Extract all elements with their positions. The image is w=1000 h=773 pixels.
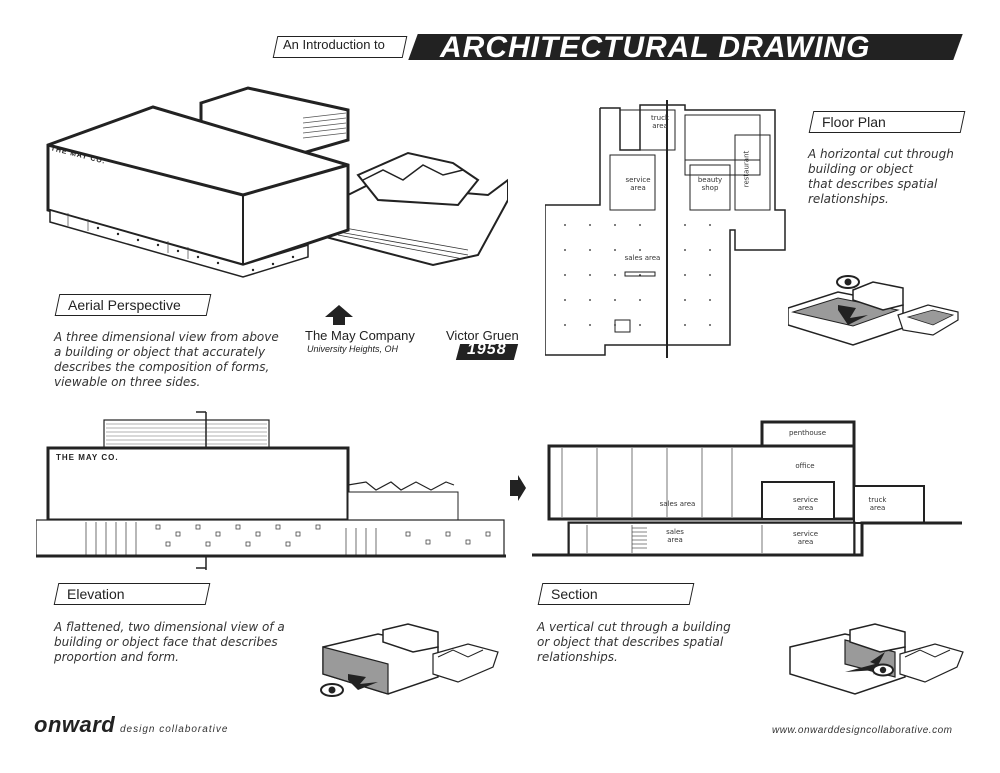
elevation-signage: THE MAY CO. [56,453,119,462]
section-thumbnail [789,623,964,695]
floor-plan-drawing [545,100,786,358]
section-label-box: Section [537,583,695,605]
fp-beauty-shop: beauty shop [697,176,723,192]
footer-url[interactable]: www.onwarddesigncollaborative.com [772,725,953,736]
elevation-label: Elevation [67,586,125,602]
aerial-perspective-label: Aerial Perspective [68,297,181,313]
floor-plan-description: A horizontal cut through building or obj… [808,147,954,206]
footer-brand: onward [34,712,116,737]
sec-service-upper: service area [792,496,819,512]
header-title: ARCHITECTURAL DRAWING [440,31,871,64]
building-name: The May Company [305,328,415,343]
sec-sales-upper: sales area [659,500,696,508]
elevation-label-box: Elevation [53,583,211,605]
header-intro: An Introduction to [283,37,385,52]
fp-sales-area: sales area [624,254,661,262]
right-arrow-icon [510,475,526,501]
fp-service-area: service area [625,176,651,192]
sec-penthouse: penthouse [788,429,827,437]
footer-tagline: design collaborative [120,724,229,735]
architect-name: Victor Gruen [446,328,519,343]
floor-plan-label-box: Floor Plan [808,111,966,133]
sec-service-lower: service area [792,530,819,546]
sec-office: office [795,462,815,470]
sec-sales-lower: sales area [666,528,684,544]
eye-icon [872,663,894,677]
section-label: Section [551,586,598,602]
floor-plan-thumbnail [788,275,959,346]
fp-truck-area: truck area [651,114,669,130]
aerial-perspective-drawing [46,86,508,278]
elevation-drawing [36,411,506,570]
year-text: 1958 [467,341,507,358]
fp-restaurant: restaurant [742,150,751,188]
elevation-thumbnail [320,623,499,697]
aerial-description: A three dimensional view from above a bu… [54,330,279,389]
section-description: A vertical cut through a building or obj… [537,620,731,664]
floor-plan-label: Floor Plan [822,114,886,130]
section-drawing [532,420,962,557]
building-location: University Heights, OH [307,344,399,354]
elevation-description: A flattened, two dimensional view of a b… [54,620,285,664]
up-arrow-icon [325,305,353,325]
sec-truck-area: truck area [868,496,887,512]
eye-icon [320,683,344,697]
eye-icon [836,275,860,289]
header: An Introduction to ARCHITECTURAL DRAWING [272,31,965,64]
aerial-perspective-label-box: Aerial Perspective [54,294,212,316]
